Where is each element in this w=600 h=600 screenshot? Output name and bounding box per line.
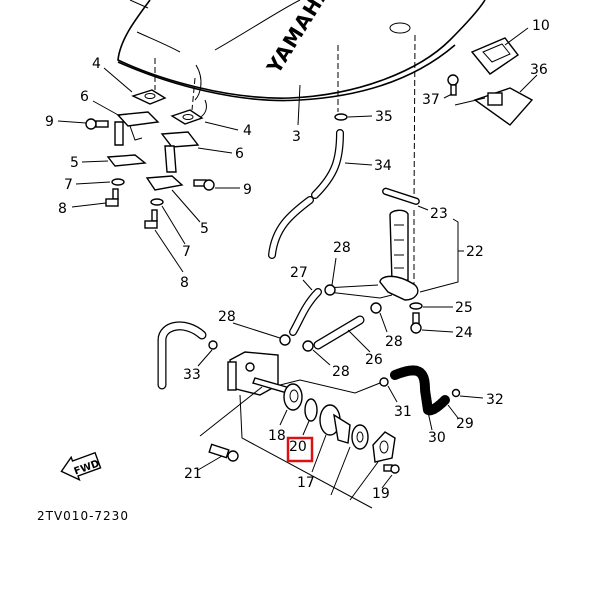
part-28-clamp-top [324, 284, 336, 296]
part-6-bracket-left [114, 111, 160, 146]
part-6-bracket-right [160, 131, 200, 173]
label-part-28-lower: 28 [332, 364, 350, 380]
tank-brand-text: YAMAHA [261, 0, 336, 78]
part-5-damper-right [145, 175, 184, 191]
part-18-seal [283, 383, 303, 411]
label-part-29: 29 [456, 416, 474, 432]
label-part-7-b: 7 [182, 244, 191, 260]
label-part-37: 37 [422, 92, 440, 108]
part-19-plate [372, 431, 396, 463]
label-part-4-a: 4 [92, 56, 101, 72]
label-part-9-a: 9 [45, 114, 54, 130]
label-part-30: 30 [428, 430, 446, 446]
part-28-clamp-left [279, 334, 291, 346]
label-part-28-top: 28 [333, 240, 351, 256]
part-35-clip [334, 113, 348, 121]
part-9-bolt-right [193, 179, 215, 191]
label-part-4-b: 4 [243, 123, 252, 139]
label-part-6-a: 6 [80, 89, 89, 105]
part-21-bolt [208, 443, 239, 462]
part-7-washer-right [150, 198, 164, 206]
highlight-box-part-20 [286, 436, 314, 463]
forward-direction-arrow: FWD [60, 451, 102, 482]
label-part-24: 24 [455, 325, 473, 341]
label-part-3: 3 [292, 129, 301, 145]
label-part-32: 32 [486, 392, 504, 408]
part-19-screw [383, 464, 400, 474]
part-4-grommet-right [170, 109, 204, 125]
part-10-cap [470, 37, 520, 75]
part-22-strainer [379, 209, 419, 301]
part-20-o-ring [304, 398, 318, 422]
label-part-34: 34 [374, 158, 392, 174]
part-24-bolt [410, 312, 422, 334]
part-23-gasket [382, 187, 420, 205]
part-5-damper-left [106, 154, 147, 167]
part-17-lever [319, 404, 351, 444]
part-8-bolt-left [105, 188, 119, 207]
label-part-33: 33 [183, 367, 201, 383]
label-part-31: 31 [394, 404, 412, 420]
label-part-19: 19 [372, 486, 390, 502]
part-31-clip [379, 377, 389, 387]
label-part-23: 23 [430, 206, 448, 222]
label-part-21: 21 [184, 466, 202, 482]
label-part-7-a: 7 [64, 177, 73, 193]
label-part-20: 20 [289, 439, 307, 455]
label-part-8-b: 8 [180, 275, 189, 291]
part-30-corrugated-hose [390, 365, 450, 416]
label-part-9-b: 9 [243, 182, 252, 198]
label-part-26: 26 [365, 352, 383, 368]
label-part-5-a: 5 [70, 155, 79, 171]
label-part-28-left: 28 [218, 309, 236, 325]
label-part-18: 18 [268, 428, 286, 444]
drawing-code: 2TV010-7230 [37, 509, 129, 523]
label-part-6-b: 6 [235, 146, 244, 162]
part-25-washer [409, 302, 423, 310]
part-9-bolt-left [85, 118, 109, 130]
part-36-bracket [473, 87, 534, 126]
label-part-36: 36 [530, 62, 548, 78]
fuel-cock-body [227, 351, 292, 396]
label-part-35: 35 [375, 109, 393, 125]
label-part-10: 10 [532, 18, 550, 34]
part-8-bolt-right [144, 209, 158, 229]
label-part-17: 17 [297, 475, 315, 491]
part-28-clamp-right [370, 302, 382, 314]
label-part-5-b: 5 [200, 221, 209, 237]
label-part-22: 22 [466, 244, 484, 260]
part-32-clip [451, 388, 461, 398]
label-part-27: 27 [290, 265, 308, 281]
part-37-screw [447, 74, 459, 96]
label-part-25: 25 [455, 300, 473, 316]
part-7-washer-left [111, 178, 125, 186]
part-28-clamp-lower [302, 340, 314, 352]
label-part-8-a: 8 [58, 201, 67, 217]
label-part-28-right: 28 [385, 334, 403, 350]
part-4-grommet-left [131, 89, 167, 105]
part-19-gasket [351, 424, 369, 450]
